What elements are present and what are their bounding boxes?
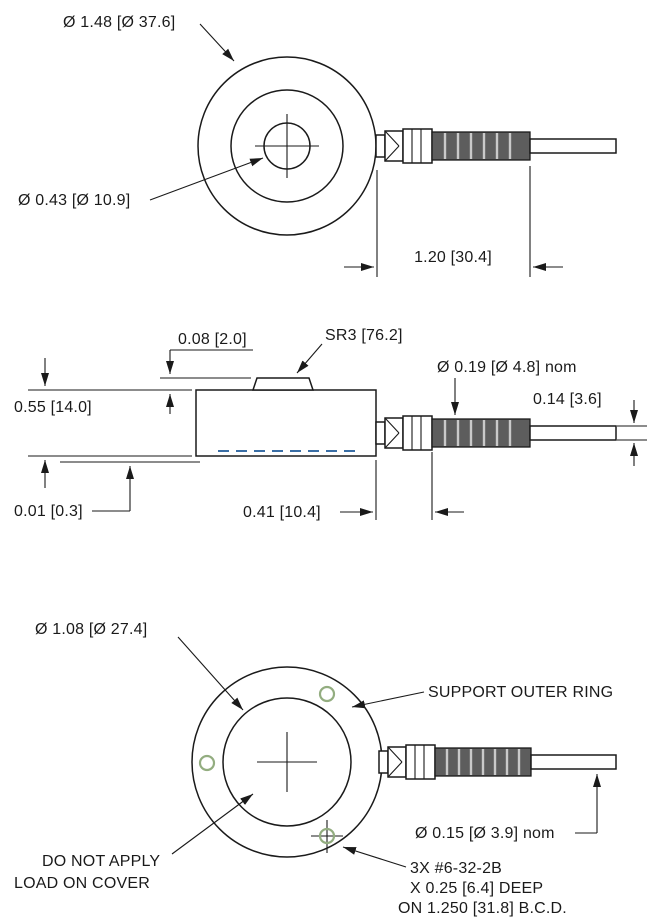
top-view: Ø 1.48 [Ø 37.6] Ø 0.43 [Ø 10.9] 1.20 [30… <box>18 14 617 277</box>
support-ring-note: SUPPORT OUTER RING <box>428 684 613 701</box>
cable-clamp <box>384 130 404 162</box>
load-warning-leader <box>171 793 254 855</box>
top-middle-circle <box>230 89 344 203</box>
top-length-dim-text: 1.20 [30.4] <box>414 249 492 266</box>
side-cable-assembly <box>375 415 617 451</box>
side-connector-length-text: 0.41 [10.4] <box>243 504 321 521</box>
bottom-cable-diameter-leader <box>575 774 601 834</box>
bottom-cover-diameter-leader <box>177 636 244 711</box>
bottom-cable-assembly <box>378 744 617 780</box>
bottom-cover-circle <box>222 697 352 827</box>
cable-stub <box>378 750 389 774</box>
side-button-height-dimension: 0.08 [2.0] <box>160 331 253 414</box>
top-cable-assembly <box>375 128 617 164</box>
side-load-button <box>251 377 315 391</box>
cable-connector-block <box>402 128 433 164</box>
side-body-height-dimension: 0.55 [14.0] <box>14 358 192 488</box>
side-cable-diameter-dimension: 0.14 [3.6] <box>533 391 647 466</box>
side-connector-length-dimension: 0.41 [10.4] <box>243 452 464 521</box>
mounting-hole-top <box>318 685 336 703</box>
bottom-view: Ø 1.08 [Ø 27.4] SUPPORT OUTER RING Ø 0.1… <box>14 621 617 917</box>
mounting-holes-note-line3: ON 1.250 [31.8] B.C.D. <box>398 900 567 917</box>
side-standoff-text: 0.01 [0.3] <box>14 503 83 520</box>
support-ring-leader <box>351 691 425 709</box>
side-boot-diameter-label: Ø 0.19 [Ø 4.8] nom <box>437 359 577 376</box>
cable <box>529 138 617 154</box>
strain-relief <box>431 131 531 161</box>
mounting-holes-leader <box>342 846 407 868</box>
side-button-height-text: 0.08 [2.0] <box>178 331 247 348</box>
cable-stub <box>375 134 386 158</box>
strain-relief <box>431 418 531 448</box>
side-view: 0.08 [2.0] SR3 [76.2] Ø 0.19 [Ø 4.8] nom… <box>14 327 647 521</box>
cable <box>529 425 617 441</box>
side-body <box>195 389 377 457</box>
load-warning-line2: LOAD ON COVER <box>14 875 150 892</box>
mounting-hole-bottom <box>311 820 343 853</box>
top-outer-diameter-leader <box>199 23 235 62</box>
side-cable-diameter-text: 0.14 [3.6] <box>533 391 602 408</box>
top-button-diameter-leader <box>149 157 264 201</box>
top-length-dimension: 1.20 [30.4] <box>344 166 563 277</box>
mounting-hole-left <box>198 754 216 772</box>
top-button-diameter-label: Ø 0.43 [Ø 10.9] <box>18 192 130 209</box>
side-body-height-text: 0.55 [14.0] <box>14 399 92 416</box>
side-spherical-radius-leader <box>296 343 323 374</box>
bottom-cover-diameter-label: Ø 1.08 [Ø 27.4] <box>35 621 147 638</box>
cable-clamp <box>387 746 407 778</box>
side-spherical-radius-label: SR3 [76.2] <box>325 327 403 344</box>
cable-stub <box>375 421 386 445</box>
cable-clamp <box>384 417 404 449</box>
cable <box>530 754 617 770</box>
mounting-holes-note-line2: X 0.25 [6.4] DEEP <box>410 880 543 897</box>
cable-connector-block <box>402 415 433 451</box>
top-outer-diameter-label: Ø 1.48 [Ø 37.6] <box>63 14 175 31</box>
bottom-cable-diameter-label: Ø 0.15 [Ø 3.9] nom <box>415 825 555 842</box>
side-standoff-dimension: 0.01 [0.3] <box>14 461 200 520</box>
load-warning-line1: DO NOT APPLY <box>42 853 160 870</box>
cable-connector-block <box>405 744 436 780</box>
mounting-holes-note-line1: 3X #6-32-2B <box>410 860 502 877</box>
